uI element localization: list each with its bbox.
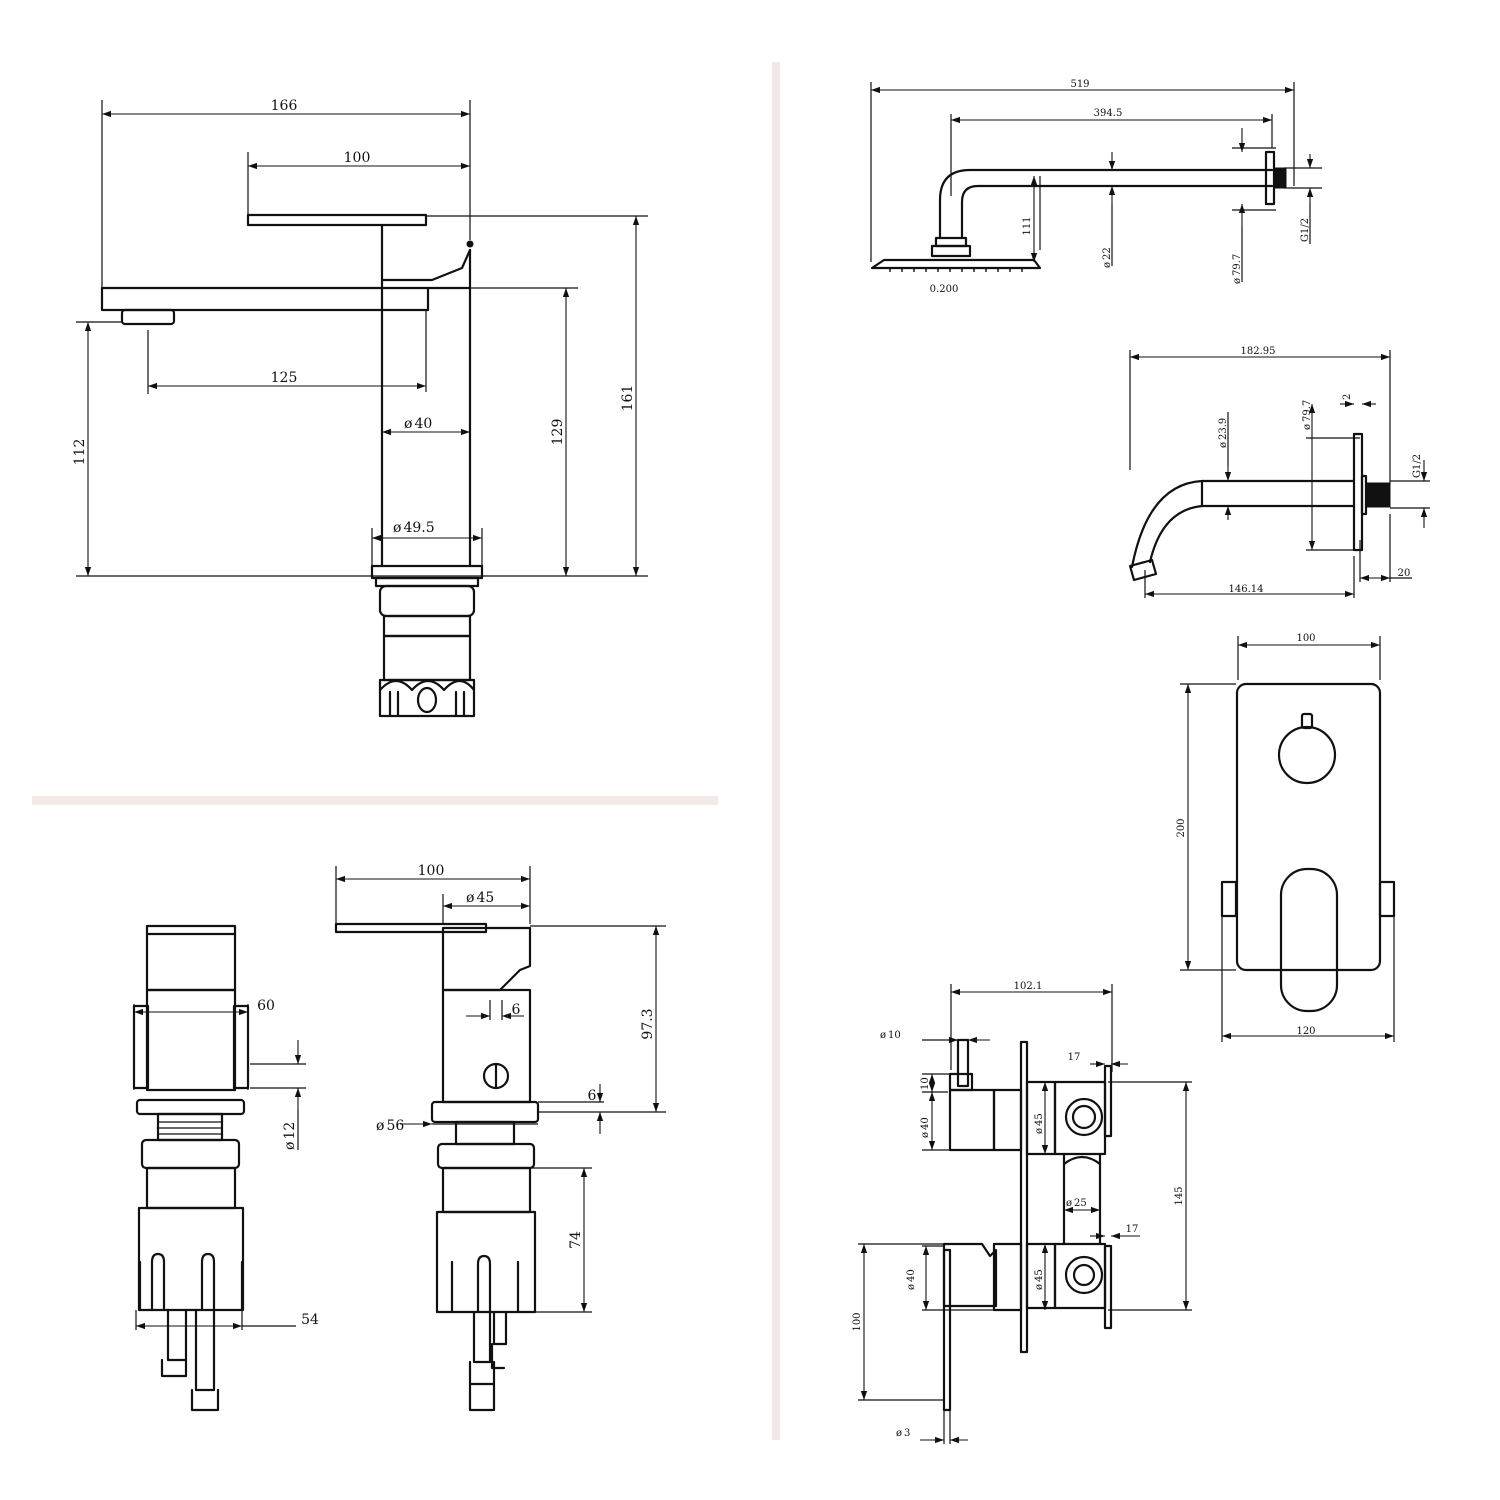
label-depth: 102.1 (1014, 981, 1043, 992)
label-spout-flange-thk: 2 (1342, 394, 1353, 400)
label-rear-tail: 74 (568, 1231, 584, 1249)
label-arm-length: 394.5 (1094, 108, 1123, 119)
label-plate-width: 100 (1296, 633, 1315, 644)
label-lever-length: 100 (344, 150, 371, 166)
label-plate-height: 200 (1176, 818, 1187, 837)
label-spout-overall: 182.95 (1241, 346, 1276, 357)
label-spout-projection: 146.14 (1229, 584, 1264, 595)
plate-lever (1279, 867, 1339, 1013)
label-port-lower: ø45 (1034, 1269, 1045, 1290)
label-front-width: 60 (257, 998, 275, 1014)
label-flange-upper: 17 (1068, 1052, 1081, 1063)
wall-plate-view: 100 200 120 (1176, 633, 1396, 1042)
label-rear-hole: 6 (512, 1002, 521, 1018)
label-outlet-height: 129 (550, 419, 566, 446)
label-flange-lower: 17 (1126, 1224, 1139, 1235)
basin-mixer-front-view: 60 ø12 54 (132, 924, 319, 1412)
label-spout-thread: G1/2 (1412, 454, 1423, 478)
label-spout-pipe: ø23.9 (1218, 418, 1229, 448)
label-arm-overall: 519 (1070, 79, 1089, 90)
label-centres: 145 (1174, 1186, 1185, 1205)
label-overall-height: 161 (620, 385, 636, 412)
horizontal-divider (32, 796, 718, 805)
label-flange-diameter: ø79.7 (1232, 254, 1243, 284)
label-head: 0.200 (930, 284, 959, 295)
label-port-upper: ø45 (1034, 1113, 1045, 1134)
label-width: 166 (271, 98, 298, 114)
label-front-tails: 54 (301, 1312, 319, 1328)
label-spout-flange: ø79.7 (1302, 400, 1313, 430)
label-rear-base-thk: 6 (588, 1088, 597, 1104)
wall-spout-view: 182.95 ø23.9 ø79.7 2 G1/2 146.14 20 (1128, 346, 1430, 598)
shower-arm-view: 519 394.5 111 ø22 ø79.7 G1/2 0.200 (870, 79, 1322, 295)
label-spout-thread-length: 20 (1398, 568, 1411, 579)
label-knob-offset: 10 (920, 1077, 931, 1090)
label-rear-lever: 100 (418, 863, 445, 879)
label-spout-height: 112 (72, 439, 88, 466)
label-plate-overall: 120 (1296, 1026, 1315, 1037)
plate-knob (1277, 725, 1337, 785)
label-drop-height: 111 (1022, 216, 1033, 235)
label-arm-diameter: ø22 (1102, 247, 1113, 268)
plate-outline (1235, 682, 1382, 972)
label-lever-body: ø40 (906, 1269, 917, 1290)
label-arm-thread: G1/2 (1300, 218, 1311, 242)
label-spout-reach: 125 (271, 370, 298, 386)
label-front-inlet: ø12 (282, 1122, 298, 1150)
label-rear-height: 97.3 (640, 1008, 656, 1039)
label-knob-body: ø40 (920, 1117, 931, 1138)
label-lever-height: 100 (852, 1312, 863, 1331)
vertical-divider (772, 62, 780, 1440)
